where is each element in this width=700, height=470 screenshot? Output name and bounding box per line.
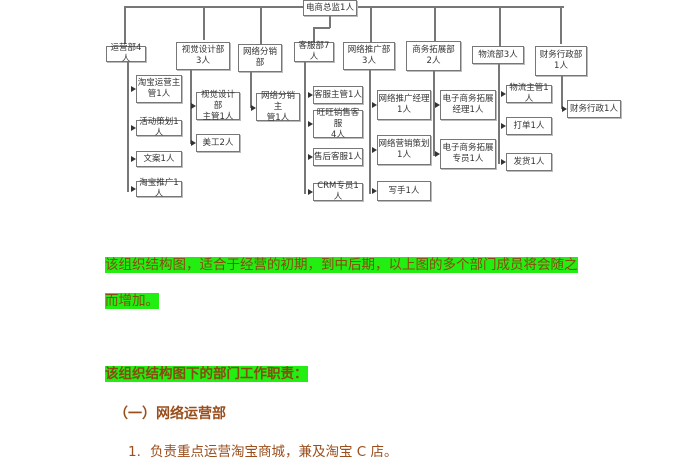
dept-box: 运营部4人: [106, 43, 146, 64]
arrow-icon: [308, 92, 313, 98]
child-box: 写手1人: [377, 181, 431, 201]
list-number: 1.: [128, 444, 141, 460]
child-box: 物流主管1人: [506, 83, 552, 104]
child-box: 电子商务拓展 经理1人: [440, 90, 496, 120]
paragraph-1-line-2: 而增加。: [105, 290, 159, 312]
paragraph-1-line-1: 该组织结构图，适合于经营的初期，到中后期，以上图的多个部门成员将会随之: [105, 254, 578, 276]
arrow-icon: [191, 140, 196, 146]
arrow-icon: [308, 189, 313, 195]
connector-line: [370, 6, 372, 42]
child-box: 财务行政1人: [567, 100, 621, 118]
child-box: 淘宝推广1人: [136, 178, 182, 199]
arrow-icon: [308, 121, 313, 127]
highlighted-text: 该组织结构图，适合于经营的初期，到中后期，以上图的多个部门成员将会随之: [105, 257, 578, 273]
connector-line: [369, 70, 371, 194]
connector-line: [313, 27, 315, 43]
child-box: 淘宝运营主 管1人: [136, 75, 182, 103]
connector-line: [498, 64, 500, 164]
child-box: 电子商务拓展 专员1人: [440, 139, 496, 169]
dept-box: 财务行政部 1人: [535, 46, 587, 76]
child-box: 发货1人: [506, 153, 552, 171]
child-box: 活动策划1人: [136, 117, 182, 138]
connector-line: [260, 6, 262, 44]
dept-box: 客服部7人: [294, 41, 334, 62]
child-box: 客服主管1人: [313, 86, 363, 104]
child-box: 文案1人: [136, 151, 182, 167]
org-chart: 电商总监1人 运营部4人 视觉设计部 3人 网络分销部 客服部7人 网络推广部 …: [0, 0, 700, 220]
arrow-icon: [131, 125, 136, 131]
arrow-icon: [435, 102, 440, 108]
connector-line: [190, 70, 192, 144]
arrow-icon: [372, 188, 377, 194]
connector-line: [250, 72, 252, 108]
arrow-icon: [501, 123, 506, 129]
child-box: CRM专员1人: [313, 181, 363, 202]
paragraph-2: 该组织结构图下的部门工作职责：: [105, 364, 308, 384]
section-heading: （一）网络运营部: [114, 406, 226, 422]
arrow-icon: [131, 156, 136, 162]
child-box: 网络推广经理 1人: [377, 90, 431, 120]
child-box: 网络营销策划 1人: [377, 135, 431, 165]
connector-line: [313, 27, 330, 29]
dept-box: 网络推广部 3人: [343, 42, 395, 70]
list-item: 1. 负责重点运营淘宝商城，兼及淘宝 C 店。: [128, 440, 398, 460]
connector-line: [434, 6, 436, 42]
child-box: 视觉设计部 主管1人: [196, 90, 240, 122]
child-box: 网络分销主 管1人: [256, 91, 300, 123]
arrow-icon: [131, 186, 136, 192]
connector-line: [561, 76, 563, 109]
arrow-icon: [501, 159, 506, 165]
arrow-icon: [562, 106, 567, 112]
arrow-icon: [308, 154, 313, 160]
child-box: 打单1人: [506, 117, 552, 135]
connector-line: [499, 6, 501, 46]
dept-box: 视觉设计部 3人: [176, 42, 230, 70]
connector-line: [127, 62, 129, 192]
connector-line: [124, 6, 126, 44]
org-root-box: 电商总监1人: [303, 0, 357, 16]
arrow-icon: [191, 103, 196, 109]
connector-line: [304, 62, 306, 194]
child-box: 旺旺销售客服 4人: [313, 108, 363, 140]
arrow-icon: [372, 102, 377, 108]
connector-line: [433, 71, 435, 156]
arrow-icon: [372, 147, 377, 153]
dept-box: 物流部3人: [472, 46, 524, 64]
highlighted-text: 而增加。: [105, 293, 159, 309]
child-box: 美工2人: [196, 134, 240, 152]
connector-line: [560, 6, 562, 44]
arrow-icon: [251, 105, 256, 111]
highlighted-text: 该组织结构图下的部门工作职责：: [105, 366, 308, 382]
arrow-icon: [435, 151, 440, 157]
arrow-icon: [131, 86, 136, 92]
dept-box: 商务拓展部 2人: [406, 41, 461, 71]
connector-line: [203, 6, 205, 40]
arrow-icon: [501, 91, 506, 97]
connector-line: [329, 16, 331, 28]
dept-box: 网络分销部: [238, 44, 282, 72]
child-box: 售后客服1人: [313, 148, 363, 166]
list-item-text: 负责重点运营淘宝商城，兼及淘宝 C 店。: [150, 444, 398, 460]
